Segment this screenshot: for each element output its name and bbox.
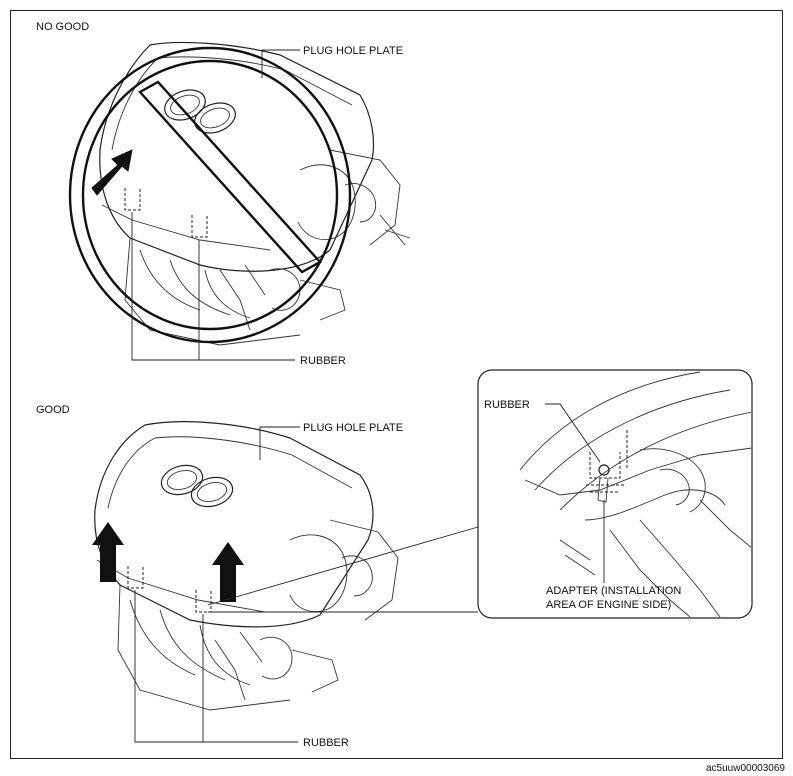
detail-inset: RUBBER ADAPTER (INSTALLATION AREA OF ENG… (477, 369, 753, 619)
engine-cover-bottom (94, 421, 399, 711)
no-good-rubber-label: RUBBER (300, 355, 346, 367)
detail-adapter-label-line1: ADAPTER (INSTALLATION (546, 585, 681, 597)
diagram-frame (10, 10, 783, 759)
prohibition-symbol (68, 46, 352, 344)
correct-direction-arrow-right (212, 542, 244, 602)
wrong-direction-arrow (91, 149, 133, 196)
detail-adapter-label-line2: AREA OF ENGINE SIDE) (546, 599, 671, 611)
engine-cover-top (99, 41, 411, 346)
no-good-heading: NO GOOD (36, 21, 89, 33)
no-good-panel: NO GOOD (36, 21, 411, 367)
good-rubber-label: RUBBER (303, 737, 349, 749)
correct-direction-arrow-left (92, 522, 124, 582)
detail-rubber-label: RUBBER (484, 399, 530, 411)
no-good-plug-hole-plate-label: PLUG HOLE PLATE (303, 45, 403, 57)
good-heading: GOOD (36, 404, 70, 416)
good-panel: GOOD (36, 404, 479, 749)
reference-code: ac5uuw00003069 (706, 763, 785, 774)
good-plug-hole-plate-label: PLUG HOLE PLATE (303, 422, 403, 434)
